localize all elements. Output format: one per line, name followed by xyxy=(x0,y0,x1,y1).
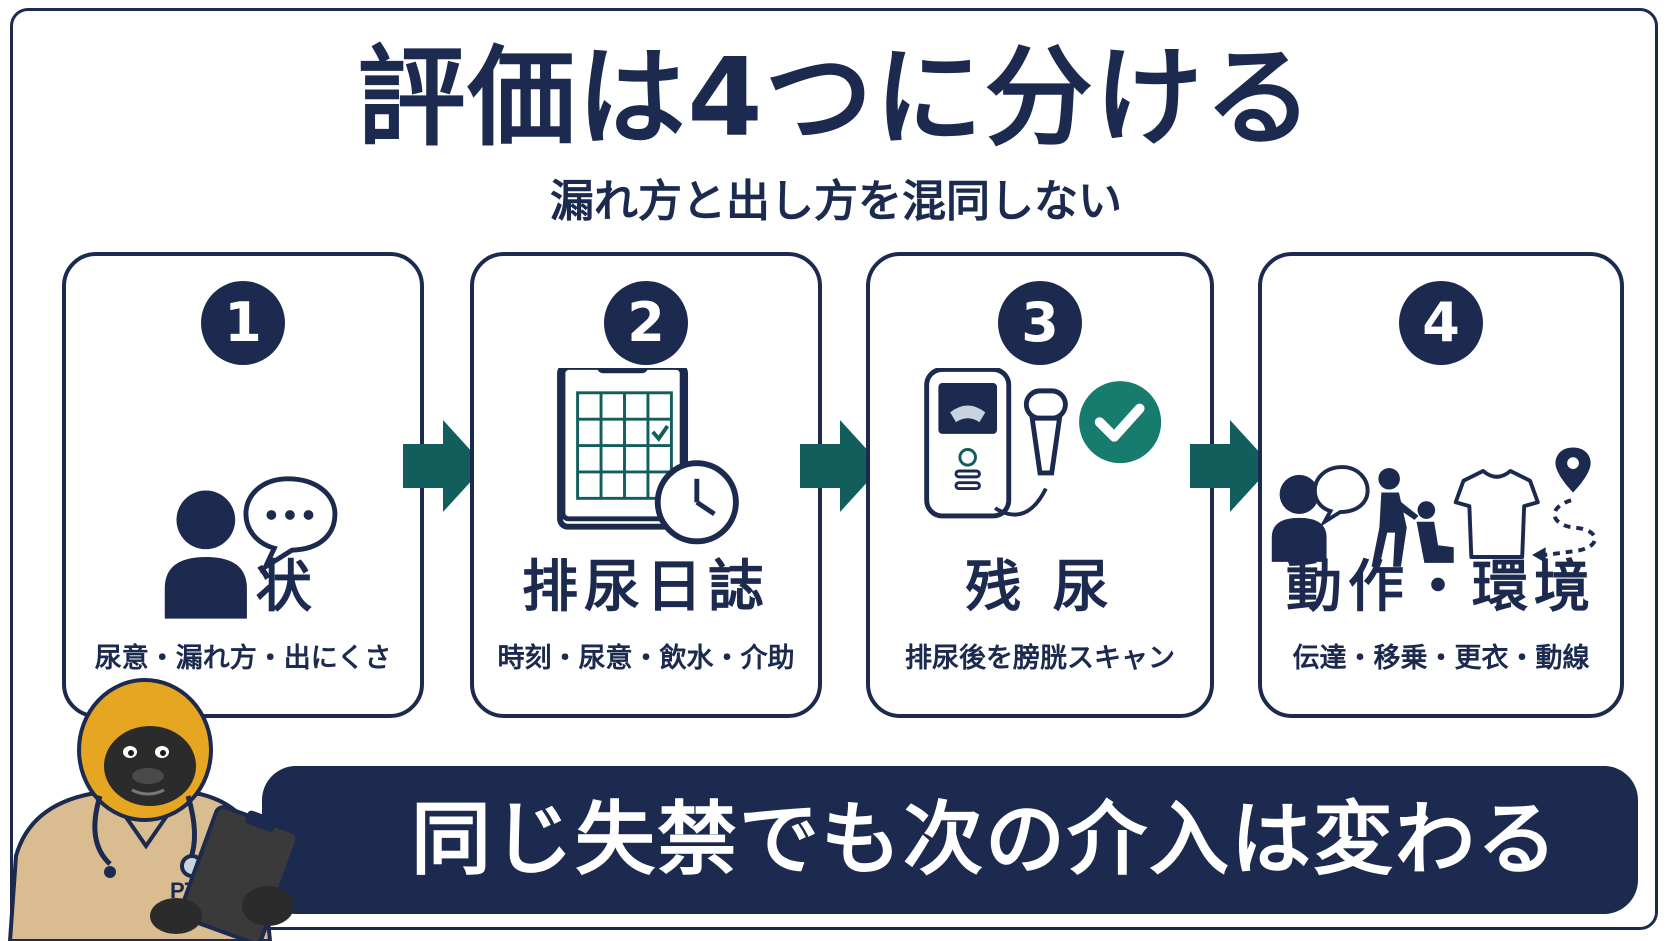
card-title-bladder-diary: 排尿日誌 xyxy=(522,555,770,620)
summary-banner-text: 同じ失禁でも次の介入は変わる xyxy=(411,793,1559,886)
clipboard-clock-icon xyxy=(557,368,739,545)
card-subtitle-symptoms: 尿意・漏れ方・出にくさ xyxy=(94,643,392,674)
step-number-3: 3 xyxy=(998,281,1082,365)
activity-environment-icons xyxy=(1271,447,1597,567)
card-subtitle-residual-urine: 排尿後を膀胱スキャン xyxy=(905,643,1175,674)
card-bladder-diary: 2 排尿日誌 時刻・尿意・飲水・介助 xyxy=(470,252,822,718)
step-number-4: 4 xyxy=(1399,281,1483,365)
card-subtitle-bladder-diary: 時刻・尿意・飲水・介助 xyxy=(497,643,795,674)
card-subtitle-activity-environment: 伝達・移乗・更衣・動線 xyxy=(1292,643,1590,674)
transfer-assist-icon xyxy=(1371,468,1454,567)
step-number-2: 2 xyxy=(604,281,688,365)
card-residual-urine: 3 残 尿 排尿後を膀胱スキャン xyxy=(866,252,1214,718)
person-communication-icon xyxy=(1271,465,1370,562)
gorilla-pt-mascot-icon: PT xyxy=(7,678,300,941)
card-title-residual-urine: 残 尿 xyxy=(965,555,1115,620)
arrow-right-icon xyxy=(800,420,882,512)
page-subtitle: 漏れ方と出し方を混同しない xyxy=(536,170,1136,234)
card-title-symptoms: 症 状 xyxy=(168,555,318,620)
card-symptoms: 1 症 状 尿意・漏れ方・出にくさ xyxy=(62,252,424,718)
bladder-scanner-icon xyxy=(924,368,1162,519)
summary-banner: 同じ失禁でも次の介入は変わる xyxy=(262,766,1638,914)
step-number-1: 1 xyxy=(201,281,285,365)
person-speech-icon xyxy=(164,476,338,619)
subtitle-wrap: 漏れ方と出し方を混同しない xyxy=(0,170,1672,234)
page-title: 評価は4つに分ける xyxy=(357,36,1315,161)
card-activity-environment: 4 動作・環境 伝達・移乗・更衣・動線 xyxy=(1258,252,1624,718)
card-title-activity-environment: 動作・環境 xyxy=(1286,555,1596,620)
route-icon xyxy=(1531,447,1597,563)
arrow-right-icon xyxy=(403,420,485,512)
clothing-icon xyxy=(1453,468,1540,559)
arrow-right-icon xyxy=(1190,420,1272,512)
